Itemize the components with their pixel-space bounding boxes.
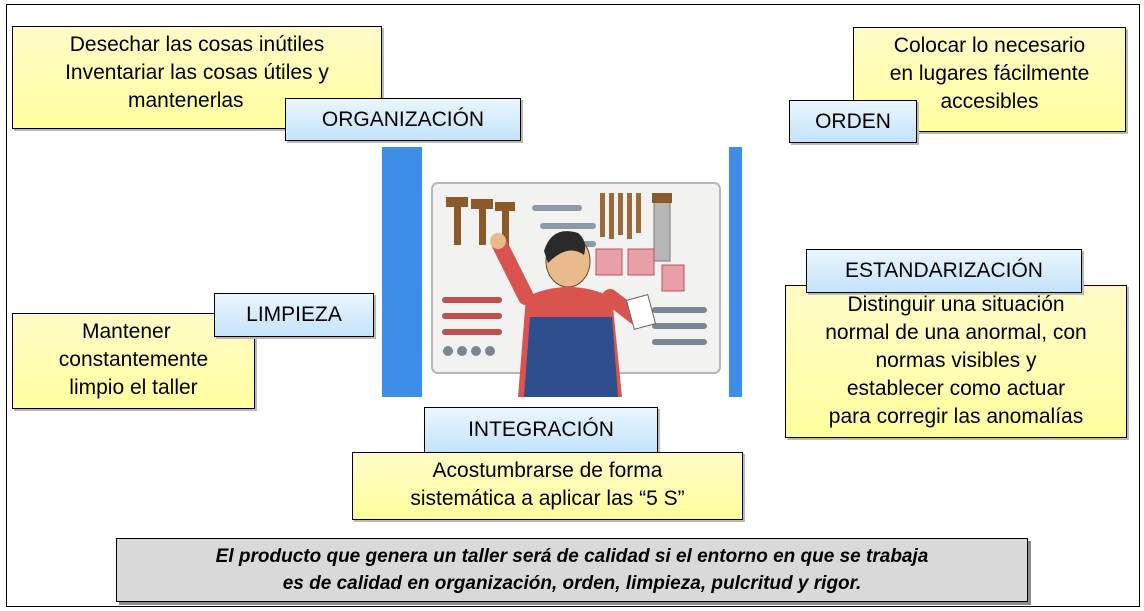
quality-statement-banner: El producto que genera un taller será de…	[116, 538, 1028, 602]
estandarizacion-desc-line-3: normas visibles y	[875, 349, 1037, 372]
estandarizacion-desc-line-5: para corregir las anomalías	[828, 405, 1084, 428]
mechanic-at-tool-board-image	[382, 147, 742, 397]
limpieza-desc-line-1: Mantener	[82, 320, 171, 343]
organizacion-description: Desechar las cosas inútiles Inventariar …	[12, 26, 382, 129]
integracion-desc-line-1: Acostumbrarse de forma	[432, 459, 663, 482]
estandarizacion-desc-line-4: establecer como actuar	[846, 377, 1066, 400]
orden-description: Colocar lo necesario en lugares fácilmen…	[853, 27, 1126, 132]
orden-desc-line-3: accesibles	[940, 90, 1039, 113]
estandarizacion-description: Distinguir una situación normal de una a…	[785, 285, 1127, 438]
estandarizacion-desc-line-1: Distinguir una situación	[847, 293, 1065, 316]
estandarizacion-desc-line-2: normal de una anormal, con	[825, 321, 1087, 344]
orden-desc-line-1: Colocar lo necesario	[893, 34, 1086, 57]
integracion-desc-line-2: sistemática a aplicar las “5 S”	[410, 487, 685, 510]
estandarizacion-label: ESTANDARIZACIÓN	[806, 249, 1082, 293]
organizacion-desc-line-3: mantenerlas	[128, 89, 244, 112]
orden-desc-line-2: en lugares fácilmente	[889, 62, 1090, 85]
integracion-description: Acostumbrarse de forma sistemática a apl…	[352, 452, 743, 520]
quality-statement-line-1: El producto que genera un taller será de…	[215, 546, 929, 567]
organizacion-desc-line-1: Desechar las cosas inútiles	[69, 33, 325, 56]
integracion-label: INTEGRACIÓN	[424, 407, 658, 453]
organizacion-label: ORGANIZACIÓN	[285, 98, 521, 141]
orden-label: ORDEN	[789, 100, 917, 143]
quality-statement-line-2: es de calidad en organización, orden, li…	[282, 573, 862, 594]
limpieza-label: LIMPIEZA	[214, 293, 374, 337]
organizacion-desc-line-2: Inventariar las cosas útiles y	[65, 61, 329, 84]
workshop-tool-board-illustration	[382, 147, 742, 397]
limpieza-desc-line-2: constantemente	[58, 348, 209, 371]
limpieza-desc-line-3: limpio el taller	[69, 376, 198, 399]
